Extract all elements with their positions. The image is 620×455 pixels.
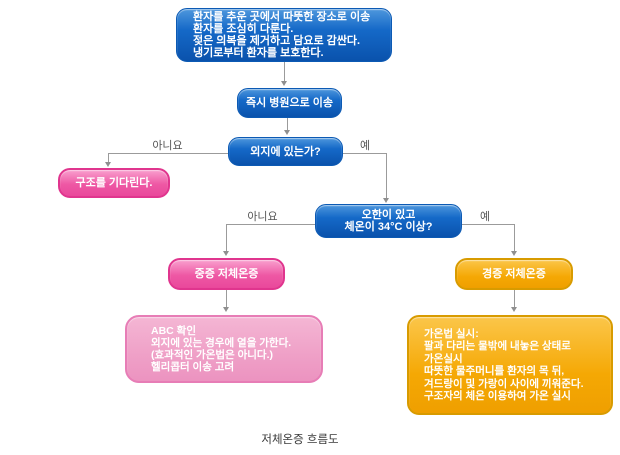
node-severe-care-line: ABC 확인 xyxy=(151,325,196,337)
node-severe-care-line: 외지에 있는 경우에 열을 가한다. xyxy=(151,337,292,349)
connector-shiver-no-v xyxy=(226,224,227,252)
decision-shivering-line: 오한이 있고 xyxy=(361,209,416,221)
node-mild-care: 가온법 실시: 팔과 다리는 물밖에 내놓은 상태로 가온실시 따뜻한 물주머니… xyxy=(407,315,613,415)
arrowhead-down-icon xyxy=(511,251,517,256)
connector-shiver-yes-h xyxy=(462,224,515,225)
connector-shiver-no-h xyxy=(226,224,315,225)
branch-label-no-1: 아니요 xyxy=(152,140,183,152)
node-initial-care-line: 환자를 추운 곳에서 따뜻한 장소로 이송 xyxy=(193,11,371,23)
node-severe-care-line: 헬리콥터 이송 고려 xyxy=(151,361,235,373)
branch-label-yes-2: 예 xyxy=(479,211,491,223)
node-transport-label: 즉시 병원으로 이송 xyxy=(245,97,334,109)
node-mild-care-line: 가온법 실시: xyxy=(424,327,479,340)
node-mild-label: 경증 저체온증 xyxy=(482,268,546,280)
node-mild-care-line: 겨드랑이 및 가랑이 사이에 끼워준다. xyxy=(424,377,584,390)
arrowhead-down-icon xyxy=(223,251,229,256)
connector-mild-to-care xyxy=(514,290,515,308)
node-wait-rescue-label: 구조를 기다린다. xyxy=(75,177,153,189)
node-initial-care: 환자를 추운 곳에서 따뜻한 장소로 이송 환자를 조심히 다룬다. 젖은 의복… xyxy=(176,8,392,62)
decision-remote-label: 외지에 있는가? xyxy=(250,145,321,158)
decision-shivering-line: 체온이 34°C 이상? xyxy=(344,221,433,233)
connector-remote-yes-h xyxy=(343,153,387,154)
arrowhead-down-icon xyxy=(511,307,517,312)
node-mild-care-line: 팔과 다리는 물밖에 내놓은 상태로 xyxy=(424,340,571,352)
arrowhead-down-icon xyxy=(383,198,389,203)
arrowhead-down-icon xyxy=(284,130,290,135)
connector-remote-no-h xyxy=(108,153,228,154)
node-mild-care-line: 구조자의 체온 이용하여 가온 실시 xyxy=(424,390,571,402)
decision-remote-area: 외지에 있는가? xyxy=(228,137,343,166)
node-wait-rescue: 구조를 기다린다. xyxy=(58,168,170,198)
node-initial-care-line: 냉기로부터 환자를 보호한다. xyxy=(193,47,324,59)
node-severe-hypothermia: 중증 저체온증 xyxy=(168,258,285,290)
connector-severe-to-care xyxy=(226,290,227,308)
connector-remote-no-v xyxy=(108,153,109,163)
arrowhead-down-icon xyxy=(105,162,111,167)
branch-label-no-2: 아니요 xyxy=(247,211,278,223)
node-initial-care-line: 환자를 조심히 다룬다. xyxy=(193,23,294,35)
node-severe-care-line: (효과적인 가온법은 아니다.) xyxy=(151,349,274,361)
connector-shiver-yes-v xyxy=(514,224,515,252)
connector-transport-to-remote xyxy=(287,118,288,131)
node-severe-label: 중증 저체온증 xyxy=(194,268,259,280)
node-mild-hypothermia: 경증 저체온증 xyxy=(455,258,573,290)
connector-remote-yes-v xyxy=(386,153,387,199)
node-severe-care: ABC 확인 외지에 있는 경우에 열을 가한다. (효과적인 가온법은 아니다… xyxy=(125,315,323,383)
node-mild-care-line: 따뜻한 물주머니를 환자의 목 뒤, xyxy=(424,365,565,377)
branch-label-yes-1: 예 xyxy=(359,140,371,152)
arrowhead-down-icon xyxy=(223,307,229,312)
node-mild-care-line: 가온실시 xyxy=(424,352,463,365)
decision-shivering-temp: 오한이 있고 체온이 34°C 이상? xyxy=(315,204,462,238)
flowchart-caption: 저체온증 흐름도 xyxy=(261,434,339,446)
node-transport: 즉시 병원으로 이송 xyxy=(237,88,342,118)
node-initial-care-line: 젖은 의복을 제거하고 담요로 감싼다. xyxy=(193,35,361,47)
connector-initial-to-transport xyxy=(284,62,285,82)
arrowhead-down-icon xyxy=(281,81,287,86)
